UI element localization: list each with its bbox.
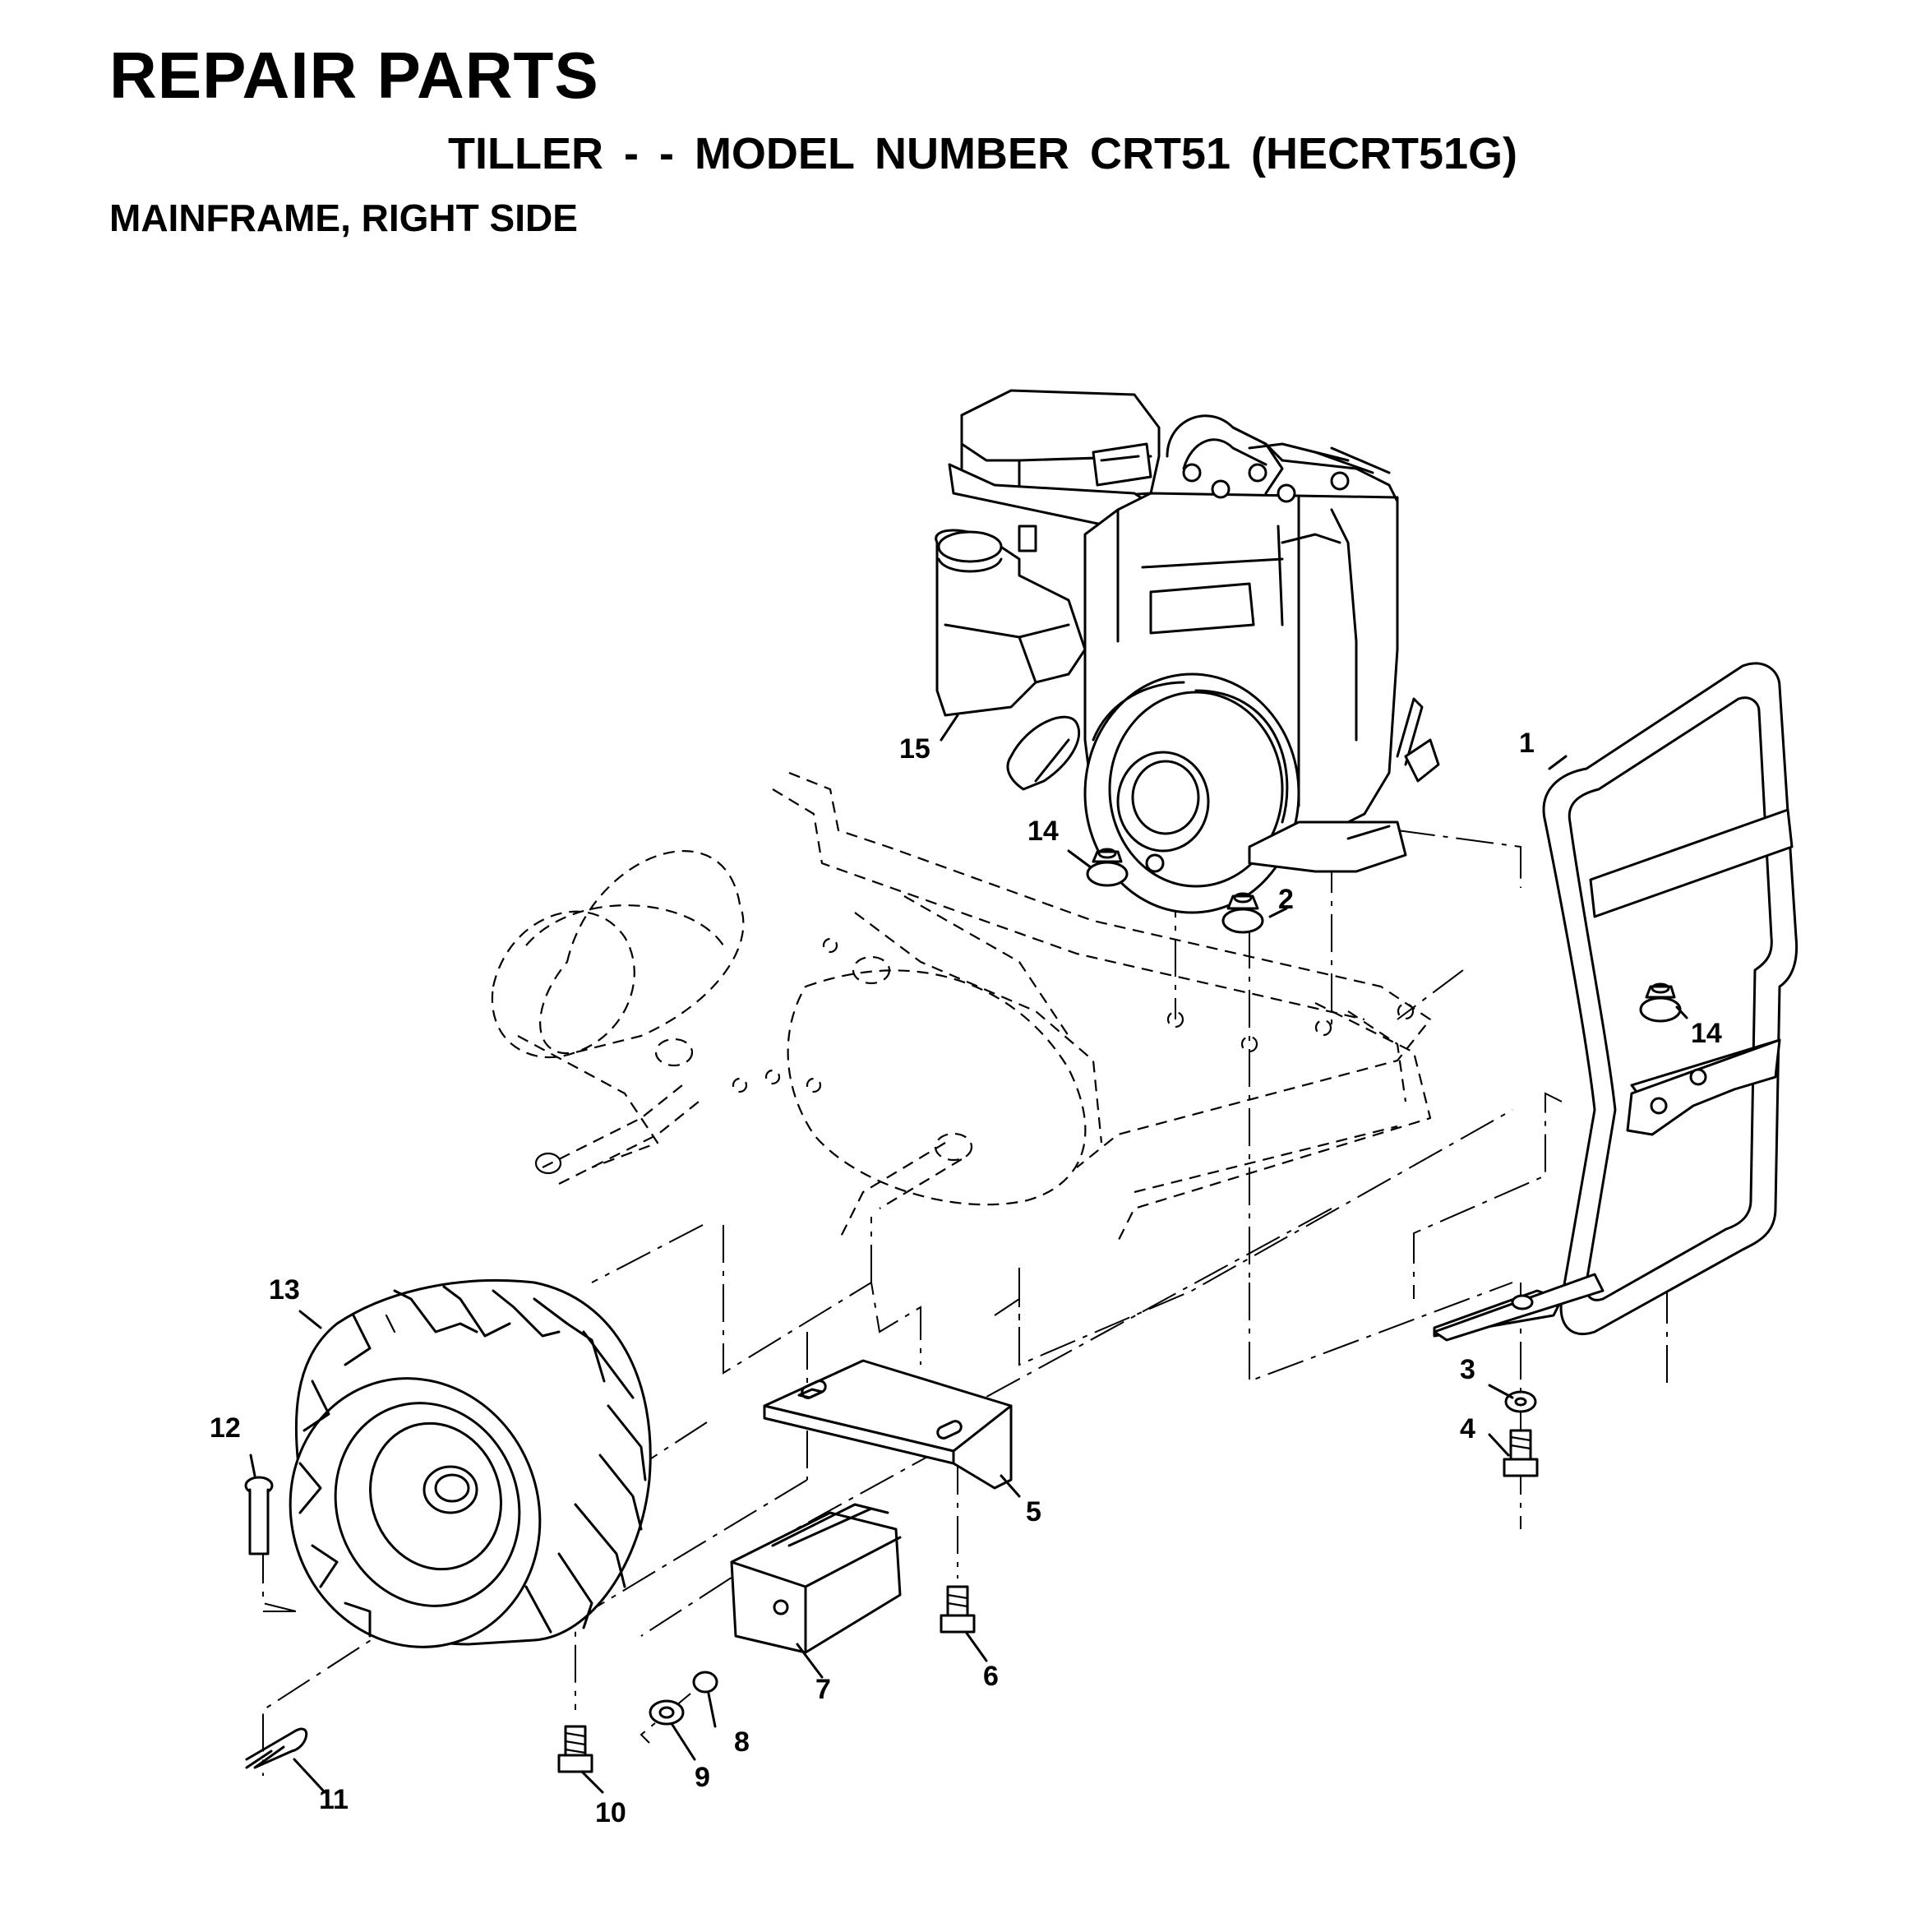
nut-9-hole [658,1706,675,1719]
callout-labels: 1 2 3 4 5 6 7 8 9 10 11 12 13 14 14 15 [210,728,1722,1828]
washer-3-hole [1514,1397,1527,1407]
flange-nut-2 [1221,892,1264,934]
wheel-weight [730,1503,902,1654]
washer-3 [1504,1390,1537,1413]
weight-bracket [763,1359,1013,1490]
callout-15: 15 [899,733,930,765]
callout-1: 1 [1519,728,1535,759]
hex-bolt-4 [1503,1429,1539,1477]
callout-leaders [249,714,1688,1794]
callout-14-engine: 14 [1027,816,1059,847]
tire-wheel [289,1278,652,1648]
callout-4: 4 [1460,1413,1475,1444]
clevis-pin [244,1476,274,1555]
serrated-nut-14-engine [1086,848,1129,887]
callout-3: 3 [1460,1354,1475,1385]
fasteners [244,848,1682,1773]
page-title: REPAIR PARTS [109,39,599,112]
callout-7: 7 [815,1674,831,1705]
engine [935,389,1440,914]
bumper-guard [1433,662,1798,1342]
callout-11: 11 [319,1784,349,1815]
callout-8: 8 [734,1726,750,1758]
callout-12: 12 [210,1412,241,1444]
callout-13: 13 [269,1274,300,1306]
alignment-lines [262,830,1668,1776]
callout-14-bumper: 14 [1691,1018,1722,1049]
lock-washer-8 [692,1671,718,1694]
callout-2: 2 [1278,884,1294,915]
section-title: MAINFRAME, RIGHT SIDE [109,196,578,239]
callout-6: 6 [983,1661,999,1692]
model-subtitle: TILLER - - MODEL NUMBER CRT51 (HECRT51G) [448,129,1518,178]
callout-10: 10 [595,1797,626,1828]
callout-9: 9 [695,1762,710,1793]
hex-bolt-6 [940,1585,976,1634]
hairpin-clip [245,1727,308,1769]
hex-bolt-10 [557,1725,593,1773]
callout-5: 5 [1026,1496,1041,1528]
tiller-frame-phantom [491,771,1432,1242]
nut-9 [649,1699,685,1726]
